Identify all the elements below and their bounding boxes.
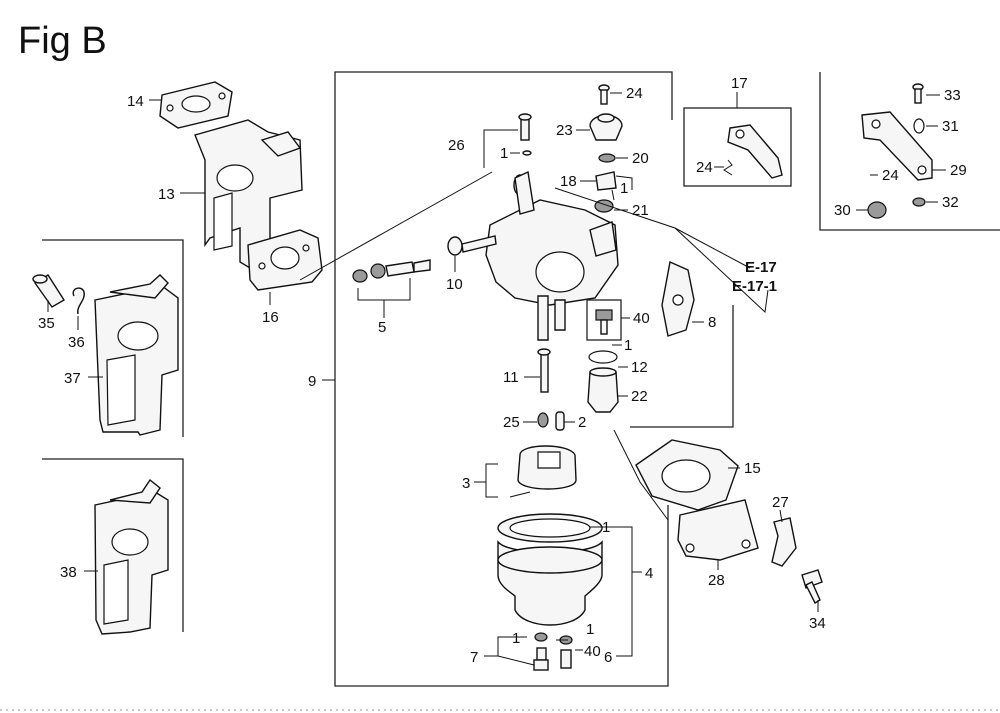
callout-8: 8 — [708, 314, 716, 331]
callout-28: 28 — [708, 572, 725, 589]
fitting-35 — [32, 274, 65, 308]
callout-5: 5 — [378, 319, 386, 336]
screw-23 — [598, 84, 610, 105]
callout-7: 7 — [470, 649, 478, 666]
pilot-screw-5 — [352, 259, 431, 283]
bolt-34 — [801, 569, 823, 604]
callout-1-b: 1 — [620, 180, 628, 197]
callout-29: 29 — [950, 162, 967, 179]
callout-1-d: 1 — [602, 519, 610, 536]
callout-35: 35 — [38, 315, 55, 332]
needle-11 — [537, 348, 551, 393]
nozzle-22 — [587, 367, 619, 413]
callout-23: 24 — [626, 85, 643, 102]
gasket-14 — [159, 81, 233, 129]
callout-6: 6 — [604, 649, 612, 666]
left-panel-frame-top — [42, 239, 184, 437]
callout-labels: 14 13 16 35 36 37 38 9 5 10 26 1 24 23 2… — [38, 75, 967, 666]
washer-31 — [913, 118, 925, 134]
callout-17: 17 — [731, 75, 748, 92]
throttle-shaft-10 — [447, 235, 497, 256]
spring-24 — [723, 159, 733, 176]
callout-39: 40 — [633, 310, 650, 327]
callout-1-f: 1 — [586, 621, 594, 638]
callout-37: 37 — [64, 370, 81, 387]
washer-32 — [912, 197, 926, 207]
callout-16: 16 — [262, 309, 279, 326]
plate-28 — [677, 499, 759, 561]
callout-26: 26 — [448, 137, 465, 154]
callout-36: 36 — [68, 334, 85, 351]
callout-4: 4 — [645, 565, 653, 582]
callout-31: 31 — [942, 118, 959, 135]
callout-24-b: 24 — [882, 167, 899, 184]
callout-13: 13 — [158, 186, 175, 203]
callout-18: 18 — [560, 173, 577, 190]
clamp-27 — [771, 517, 797, 567]
clip-36 — [72, 287, 85, 315]
callout-21: 21 — [632, 202, 649, 219]
float-bowl-4 — [497, 513, 603, 626]
float-3 — [509, 445, 577, 498]
gasket-16 — [247, 229, 323, 291]
bolt-7 — [533, 632, 549, 671]
callout-1-a: 1 — [500, 145, 508, 162]
washer-20 — [598, 153, 616, 163]
callout-12: 12 — [631, 359, 648, 376]
callout-34: 34 — [809, 615, 826, 632]
callout-40: 40 — [584, 643, 601, 660]
callout-38: 38 — [60, 564, 77, 581]
screw-33 — [912, 83, 924, 104]
left-panel-frame-bottom — [42, 458, 184, 632]
callout-25: 25 — [503, 414, 520, 431]
lever-17 — [727, 124, 783, 179]
callout-15: 15 — [744, 460, 761, 477]
carburetor-body — [485, 170, 619, 341]
oring-12 — [588, 350, 618, 364]
pin-2 — [555, 411, 565, 431]
bracket-38 — [94, 478, 169, 635]
screw-26 — [518, 113, 532, 156]
right-inset-frame — [630, 305, 734, 428]
clip-25 — [537, 412, 549, 428]
callout-10: 10 — [446, 276, 463, 293]
callout-3: 3 — [462, 475, 470, 492]
lever-29 — [861, 111, 933, 181]
insulator-13 — [194, 119, 303, 269]
callout-24-a: 24 — [696, 159, 713, 176]
callout-2: 2 — [578, 414, 586, 431]
callout-11: 11 — [503, 369, 519, 386]
carburetor-assembly-frame — [334, 71, 673, 687]
lever-18 — [595, 171, 633, 191]
reference-e17: E-17 — [745, 259, 777, 276]
leader-lines — [47, 92, 946, 666]
callout-19: 23 — [556, 122, 573, 139]
bracket-37 — [94, 274, 179, 436]
gasket-8 — [661, 261, 695, 337]
callout-9: 9 — [308, 373, 316, 390]
gasket-15 — [635, 439, 739, 511]
knob-30 — [867, 201, 887, 219]
jet-39 — [586, 299, 622, 341]
top-right-panel-frame — [819, 72, 1000, 231]
callout-22: 22 — [631, 388, 648, 405]
callout-30: 30 — [834, 202, 851, 219]
callout-1-c: 1 — [624, 337, 632, 354]
reference-e17-1: E-17-1 — [732, 278, 777, 295]
callout-32: 32 — [942, 194, 959, 211]
figure-title: Fig B — [18, 20, 107, 62]
callout-1-e: 1 — [512, 630, 520, 647]
callout-14: 14 — [127, 93, 144, 110]
callout-27: 27 — [772, 494, 789, 511]
callout-33: 33 — [944, 87, 961, 104]
cap-19 — [589, 113, 623, 141]
screw-40 — [559, 635, 573, 669]
callout-20-label: 20 — [632, 150, 649, 167]
